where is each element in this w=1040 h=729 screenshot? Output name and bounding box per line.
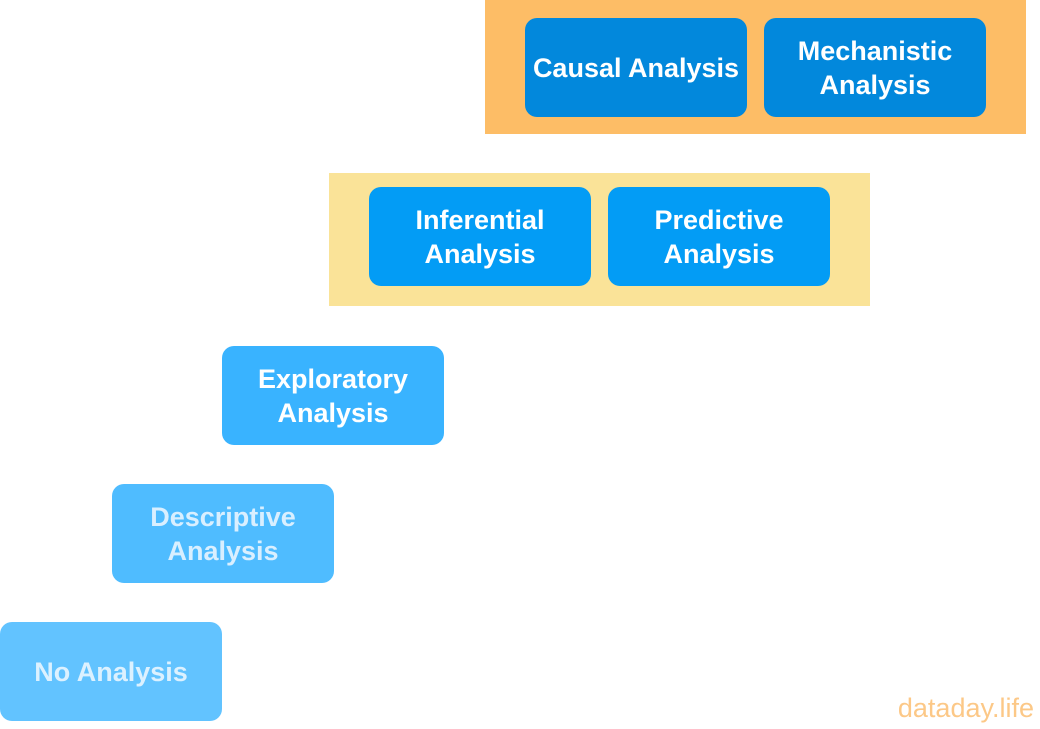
- causal-analysis-label: Causal Analysis: [532, 52, 740, 83]
- no-analysis-box: No Analysis: [0, 622, 222, 721]
- predictive-analysis-box: Predictive Analysis: [608, 187, 830, 286]
- exploratory-analysis-label: Exploratory Analysis: [257, 363, 409, 428]
- descriptive-analysis-label: Descriptive Analysis: [150, 501, 296, 566]
- mechanistic-analysis-label: Mechanistic Analysis: [797, 35, 953, 100]
- predictive-analysis-label: Predictive Analysis: [654, 204, 784, 269]
- mechanistic-analysis-box: Mechanistic Analysis: [764, 18, 986, 117]
- watermark: dataday.life: [897, 693, 1034, 723]
- causal-analysis-box: Causal Analysis: [525, 18, 747, 117]
- descriptive-analysis-box: Descriptive Analysis: [112, 484, 334, 583]
- inferential-analysis-box: Inferential Analysis: [369, 187, 591, 286]
- exploratory-analysis-box: Exploratory Analysis: [222, 346, 444, 445]
- no-analysis-label: No Analysis: [34, 656, 188, 687]
- inferential-analysis-label: Inferential Analysis: [415, 204, 545, 269]
